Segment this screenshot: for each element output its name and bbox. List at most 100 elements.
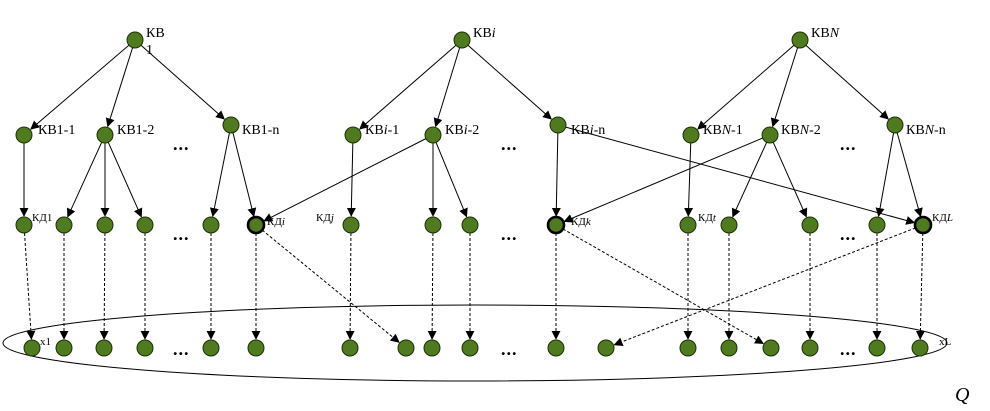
node-k6 [246,215,266,235]
node-an [222,116,240,134]
node-x8 [397,339,415,357]
ellipsis-row2-c: ... [840,134,857,154]
node-x17 [868,339,886,357]
label-kdt: КДt [698,212,717,224]
dashed-arrow-k3-x3 [99,232,109,340]
label-kvN: КВN [811,26,840,41]
ellipsis-row4-b: ... [501,339,518,359]
ellipsis-row3-c: ... [840,224,857,244]
node-bn [549,116,567,134]
node-cn [886,116,904,134]
node-x10 [461,339,479,357]
label-kv1-sub: 1 [146,43,153,58]
label-kv1-2: КВ1-2 [117,123,154,138]
node-x6 [247,339,265,357]
label-xL: xL [939,336,952,348]
node-x9 [423,339,441,357]
arrow-tN-c2 [770,47,799,128]
node-x13 [679,339,697,357]
node-t1 [126,31,144,49]
label-kv1-n: КВ1-n [242,123,279,138]
label-kv1-1: КВ1-1 [38,123,75,138]
node-k5 [202,216,220,234]
node-k15 [913,215,933,235]
node-k4 [136,216,154,234]
node-k12 [720,216,738,234]
dashed-arrow-k6-x8 [261,229,400,343]
dashed-arrow-k10-x15 [562,228,764,344]
node-k13 [801,216,819,234]
node-a2 [96,126,114,144]
arrow-ti-b2 [433,47,461,128]
node-k10 [546,215,566,235]
label-kvN-1: КВN-1 [703,123,743,138]
arrow-c1-k11 [684,142,694,217]
arrow-an-k6 [232,132,257,218]
label-kvi: КВi [473,26,496,41]
label-kdk: КДk [571,216,592,228]
label-kdj: КДj [316,212,334,224]
node-k14 [868,216,886,234]
ellipsis-row3-b: ... [501,224,518,244]
node-b2 [424,126,442,144]
dashed-arrow-k15-x18 [915,232,925,340]
node-k1 [15,216,33,234]
label-x1: x1 [40,336,51,348]
label-kdL: КДL [932,212,953,224]
node-x12 [597,339,615,357]
dashed-arrow-k1-x1 [24,232,36,340]
node-x16 [801,339,819,357]
node-tN [791,31,809,49]
ellipsis-row4-c: ... [840,339,857,359]
ellipsis-row3-a: ... [173,224,190,244]
node-k8 [424,216,442,234]
arrow-bn-k15 [565,126,916,225]
node-x7 [341,339,359,357]
dashed-arrow-k8-x9 [427,232,437,340]
arrow-tN-cn [805,44,889,120]
arrow-t1-a1 [30,44,130,130]
label-kvN-n: КВN-n [906,123,946,138]
label-kvi-1: КВi-1 [365,123,399,138]
arrow-cn-k15 [896,132,923,218]
arrow-c2-k10 [563,137,763,223]
arrow-c2-k13 [772,142,808,218]
label-kvN-2: КВN-2 [781,123,821,138]
label-kv1: КВ [146,26,165,41]
labels: КВ 1 КВi КВN КВ1-1 КВ1-2 КВ1-n КВi-1 КВi… [32,26,970,406]
arrow-a2-k2 [66,142,103,218]
arrow-bn-k10 [551,132,561,217]
arrow-cn-k14 [875,132,895,218]
node-x5 [202,339,220,357]
node-k3 [96,216,114,234]
label-q: Q [955,384,970,406]
label-kvi-n: КВi-n [571,123,605,138]
set-q-ellipse [2,304,948,382]
node-k2 [55,216,73,234]
dashed-arrow-k15-x12 [613,227,916,347]
node-b1 [344,126,362,144]
node-c2 [761,126,779,144]
dashed-arrow-k7-x7 [345,232,355,340]
arrow-tN-c1 [697,44,795,130]
node-k7 [342,216,360,234]
node-c1 [682,126,700,144]
arrow-ti-b1 [359,44,457,130]
arrow-a2-k4 [107,142,143,218]
arrow-b1-k7 [346,142,356,217]
ellipsis-row4-a: ... [173,339,190,359]
arrow-an-k5 [209,132,230,218]
node-k11 [679,216,697,234]
arrow-t1-an [140,44,225,120]
arrow-b2-k6 [263,138,427,222]
ellipsis-row2-b: ... [501,134,518,154]
node-x1 [23,339,41,357]
label-kvi-2: КВi-2 [445,123,479,138]
arrow-b2-k9 [435,142,468,218]
node-k9 [461,216,479,234]
label-kd1: КД1 [32,212,52,224]
label-kdi: КДi [267,216,285,228]
node-x4 [136,339,154,357]
arrow-ti-bn [467,44,552,120]
